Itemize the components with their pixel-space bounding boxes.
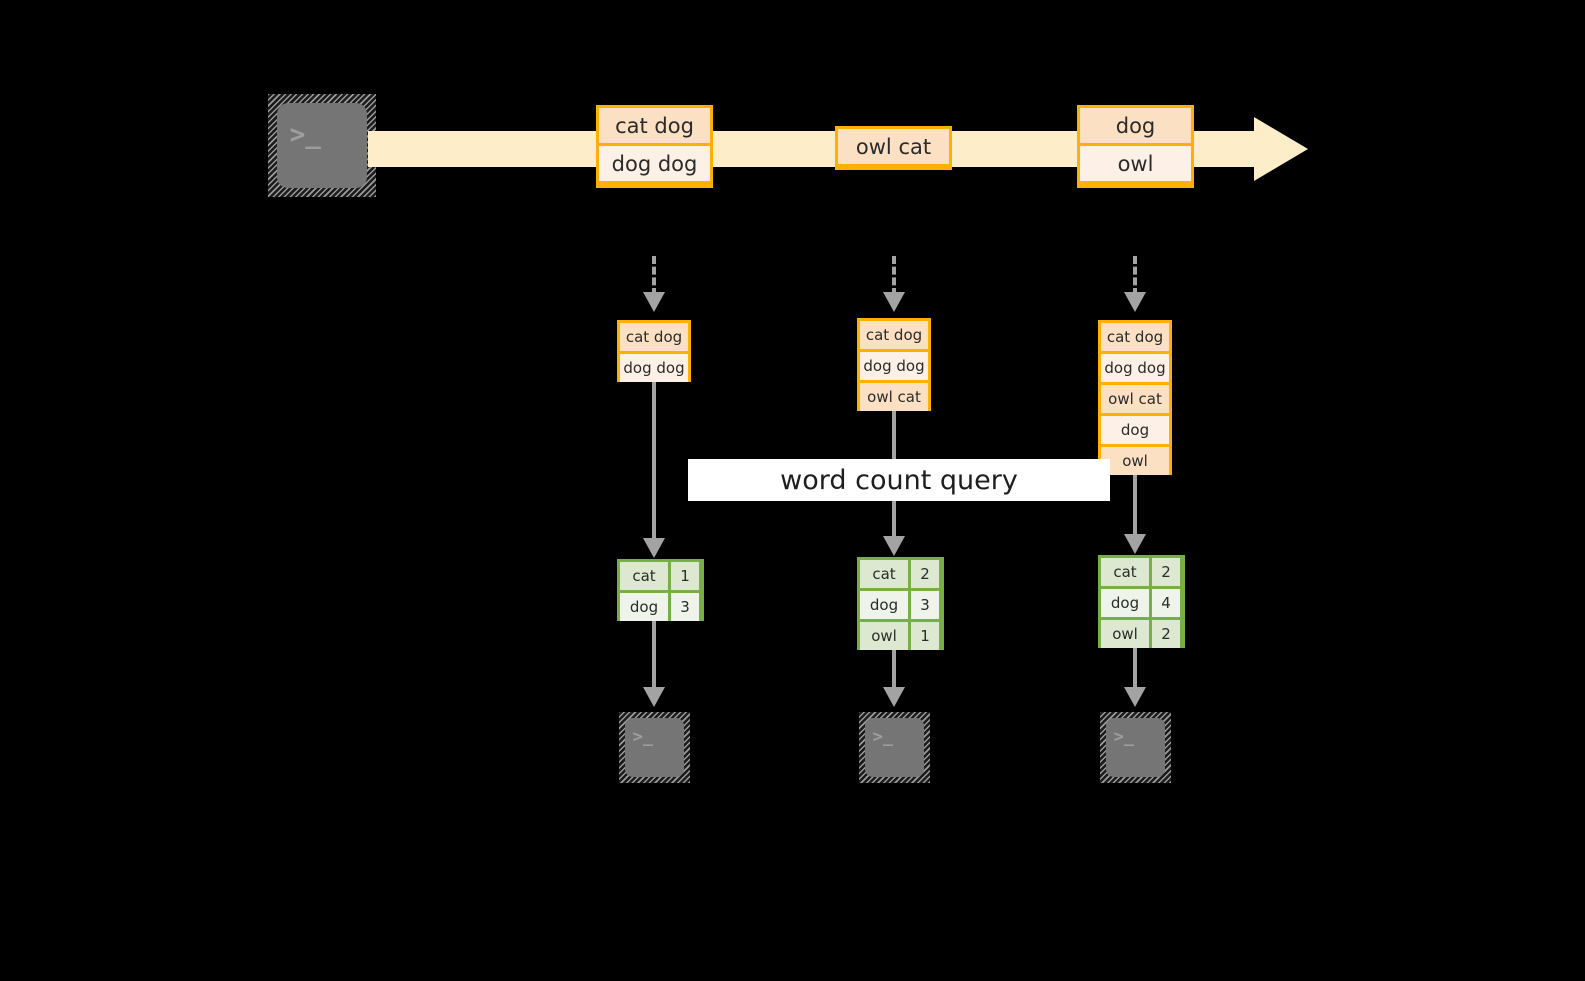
trigger-2-query-arrowhead — [883, 536, 905, 556]
result-table-row: dog 4 — [1101, 589, 1182, 617]
input-table-1: cat dog dog dog — [617, 320, 691, 382]
trigger-1-query-arrowhead — [643, 538, 665, 558]
trigger-1-sink-arrowhead — [643, 687, 665, 707]
sink-terminal-icon-2: >_ — [859, 712, 930, 783]
result-table-row: cat 2 — [1101, 558, 1182, 586]
input-table-row: dog — [1101, 416, 1169, 444]
input-table-3: cat dog dog dog owl cat dog owl — [1098, 320, 1172, 475]
result-count: 3 — [911, 591, 939, 619]
trigger-1-dashed-arrowhead — [643, 292, 665, 312]
input-table-row: dog dog — [1101, 354, 1169, 382]
trigger-1-sink-connector — [652, 621, 656, 689]
input-table-row: owl cat — [1101, 385, 1169, 413]
input-table-row: cat dog — [1101, 323, 1169, 351]
terminal-prompt-glyph: >_ — [872, 726, 894, 747]
stream-arrow-head — [1254, 117, 1308, 181]
terminal-prompt-glyph: >_ — [289, 119, 321, 150]
result-table-3: cat 2 dog 4 owl 2 — [1098, 555, 1185, 648]
terminal-prompt-glyph: >_ — [1113, 726, 1135, 747]
result-word: owl — [860, 622, 908, 650]
stream-batch-line: owl — [1080, 146, 1191, 181]
sink-terminal-icon-1: >_ — [619, 712, 690, 783]
result-table-row: dog 3 — [860, 591, 941, 619]
trigger-1-query-connector — [652, 382, 656, 540]
result-table-row: owl 2 — [1101, 620, 1182, 648]
stream-batch-line: cat dog — [599, 108, 710, 143]
stream-batch-line: dog dog — [599, 146, 710, 181]
trigger-3-sink-arrowhead — [1124, 687, 1146, 707]
result-count: 2 — [1152, 620, 1180, 648]
trigger-3-sink-connector — [1133, 648, 1137, 689]
input-table-row: owl — [1101, 447, 1169, 475]
trigger-3-dashed-connector — [1133, 256, 1137, 296]
stream-batch-1: cat dog dog dog — [596, 105, 713, 188]
trigger-1-dashed-connector — [652, 256, 656, 296]
result-table-row: cat 2 — [860, 560, 941, 588]
input-table-row: dog dog — [620, 354, 688, 382]
result-table-row: cat 1 — [620, 562, 701, 590]
trigger-3-query-arrowhead — [1124, 534, 1146, 554]
trigger-2-dashed-connector — [892, 256, 896, 296]
stream-batch-line: owl cat — [838, 129, 949, 164]
query-label: word count query — [688, 459, 1110, 501]
result-count: 2 — [911, 560, 939, 588]
input-table-row: cat dog — [860, 321, 928, 349]
sink-terminal-icon-3: >_ — [1100, 712, 1171, 783]
stream-batch-3: dog owl — [1077, 105, 1194, 188]
result-count: 1 — [671, 562, 699, 590]
result-word: cat — [1101, 558, 1149, 586]
result-count: 3 — [671, 593, 699, 621]
result-count: 1 — [911, 622, 939, 650]
result-table-1: cat 1 dog 3 — [617, 559, 704, 621]
result-table-2: cat 2 dog 3 owl 1 — [857, 557, 944, 650]
result-word: dog — [860, 591, 908, 619]
result-table-row: owl 1 — [860, 622, 941, 650]
trigger-3-query-connector — [1133, 475, 1137, 536]
input-table-row: dog dog — [860, 352, 928, 380]
stream-batch-2: owl cat — [835, 126, 952, 170]
terminal-prompt-glyph: >_ — [632, 726, 654, 747]
result-word: dog — [1101, 589, 1149, 617]
result-table-row: dog 3 — [620, 593, 701, 621]
trigger-2-dashed-arrowhead — [883, 292, 905, 312]
result-word: cat — [620, 562, 668, 590]
result-word: dog — [620, 593, 668, 621]
input-table-row: cat dog — [620, 323, 688, 351]
input-table-2: cat dog dog dog owl cat — [857, 318, 931, 411]
result-count: 4 — [1152, 589, 1180, 617]
stream-batch-line: dog — [1080, 108, 1191, 143]
trigger-3-dashed-arrowhead — [1124, 292, 1146, 312]
trigger-2-sink-arrowhead — [883, 687, 905, 707]
source-terminal-icon: >_ — [268, 94, 376, 197]
result-word: owl — [1101, 620, 1149, 648]
input-table-row: owl cat — [860, 383, 928, 411]
trigger-2-sink-connector — [892, 650, 896, 689]
result-word: cat — [860, 560, 908, 588]
result-count: 2 — [1152, 558, 1180, 586]
